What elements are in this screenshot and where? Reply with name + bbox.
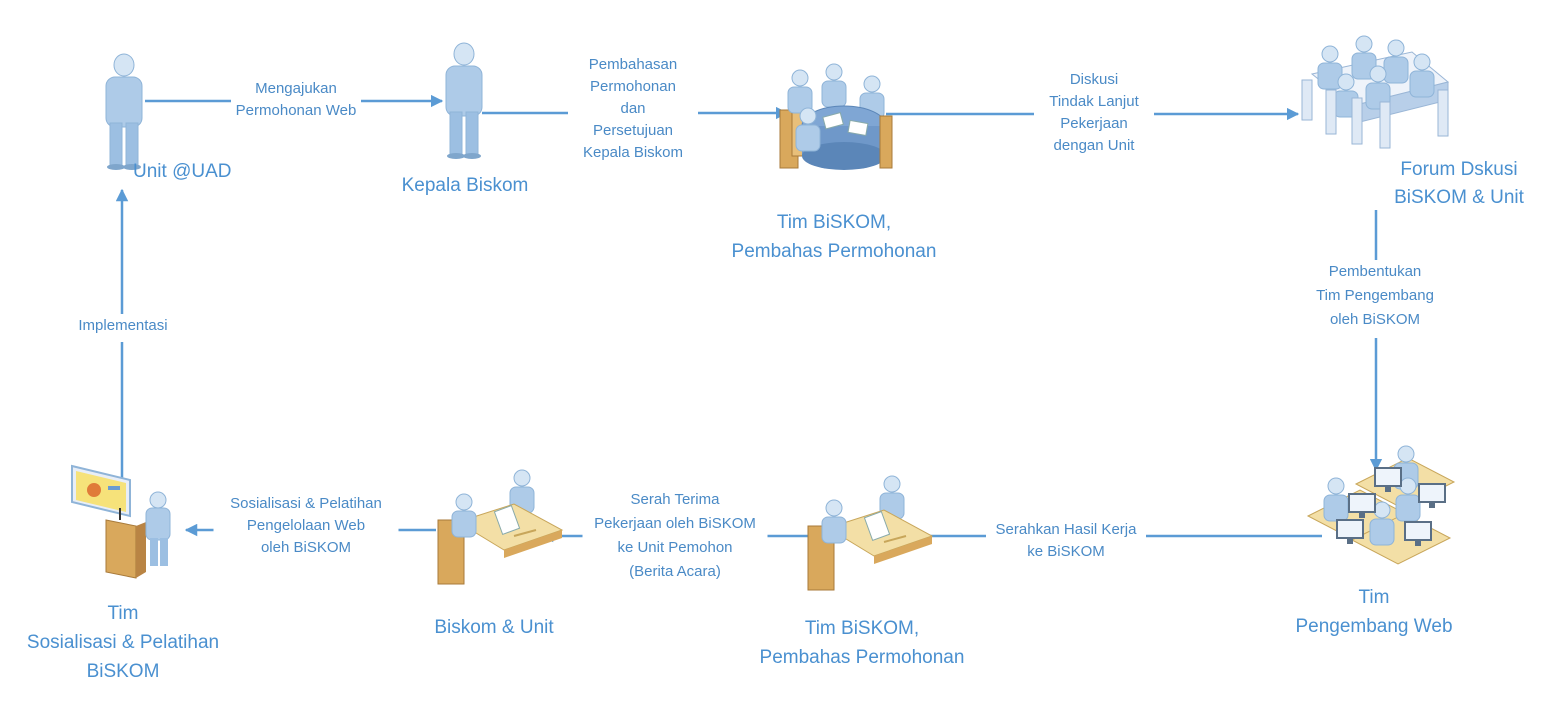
edge-label-line: (Berita Acara)	[629, 563, 721, 580]
edge-label-line: Pembahasan	[589, 56, 677, 73]
workstations-icon	[1306, 445, 1456, 565]
edge-label-line: Pekerjaan oleh BiSKOM	[594, 515, 756, 532]
person-icon	[105, 53, 143, 171]
edge-label-background	[63, 314, 183, 342]
node-label-biskomunit: Biskom & Unit	[434, 617, 554, 638]
edge-label-line: Mengajukan	[255, 80, 337, 97]
edge-label-background	[582, 488, 768, 590]
edge-label-e8: Implementasi	[63, 314, 183, 342]
node-label-tim1: Tim BiSKOM,	[777, 212, 891, 233]
edge-label-line: Kepala Biskom	[583, 144, 683, 161]
conference-room-icon	[1301, 35, 1450, 149]
edge-label-line: dan	[620, 100, 645, 117]
edge-label-line: oleh BiSKOM	[1330, 311, 1420, 328]
edge-label-background	[986, 518, 1146, 568]
node-label-forum: Forum Dskusi	[1400, 159, 1517, 180]
edge-label-background	[213, 492, 399, 564]
edge-label-e5: Serahkan Hasil Kerja ke BiSKOM	[986, 518, 1146, 568]
node-label-pengembang: Tim	[1359, 587, 1390, 608]
edge-label-line: Pengelolaan Web	[247, 517, 365, 534]
edge-label-line: Serah Terima	[631, 491, 721, 508]
node-label-pengembang: Pengembang Web	[1295, 616, 1452, 637]
edge-label-background	[568, 53, 698, 169]
edge-label-line: Serahkan Hasil Kerja	[996, 521, 1138, 538]
node-label-sosialisasi: Tim	[108, 603, 139, 624]
edge-label-line: Pekerjaan	[1060, 115, 1128, 132]
meeting-desk-icon	[807, 475, 934, 591]
meeting-table-icon	[779, 63, 893, 170]
presenter-icon	[71, 464, 171, 579]
edge-label-line: Diskusi	[1070, 71, 1118, 88]
edge-label-line: Tindak Lanjut	[1049, 93, 1139, 110]
edge-label-background	[1310, 260, 1440, 338]
edge-label-line: Tim Pengembang	[1316, 287, 1434, 304]
edge-label-line: Sosialisasi & Pelatihan	[230, 495, 382, 512]
edge-label-background	[231, 77, 361, 127]
node-label-tim1: Pembahas Permohonan	[732, 241, 937, 262]
node-label-sosialisasi: Sosialisasi & Pelatihan	[27, 632, 219, 653]
edge-label-line: Permohonan	[590, 78, 676, 95]
node-label-tim2: Pembahas Permohonan	[760, 647, 965, 668]
edge-label-line: ke Unit Pemohon	[617, 539, 732, 556]
person-icon	[445, 42, 483, 160]
node-label-sosialisasi: BiSKOM	[87, 661, 160, 682]
edge-label-background	[1034, 68, 1154, 162]
edge-label-line: Permohonan Web	[236, 102, 357, 119]
node-label-kepala: Kepala Biskom	[402, 175, 529, 196]
edge-label-line: Pembentukan	[1329, 263, 1422, 280]
node-label-unit: Unit @UAD	[133, 161, 231, 182]
meeting-desk-icon	[437, 469, 564, 585]
edge-label-line: Persetujuan	[593, 122, 673, 139]
edge-label-line: dengan Unit	[1054, 137, 1136, 154]
edge-label-line: Implementasi	[78, 317, 167, 334]
node-label-tim2: Tim BiSKOM,	[805, 618, 919, 639]
edge-label-line: oleh BiSKOM	[261, 539, 351, 556]
edge-label-line: ke BiSKOM	[1027, 543, 1105, 560]
edge-lines	[115, 94, 1383, 543]
node-label-forum: BiSKOM & Unit	[1394, 187, 1525, 208]
